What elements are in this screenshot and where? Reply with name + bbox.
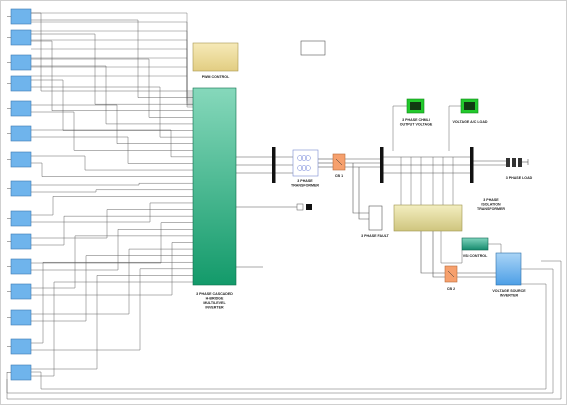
wire (31, 182, 193, 186)
signal-wires (6, 12, 562, 400)
wire (31, 283, 547, 390)
wire (6, 268, 554, 394)
dc-source-icon[interactable] (10, 364, 32, 381)
scope-output-label-line-2: OUTPUT VOLTAGE (400, 123, 433, 127)
cascaded-inverter-block[interactable]: 3 PHASE CASCADED H-BRIDGE MULTILEVEL INV… (192, 87, 237, 310)
wire (31, 202, 193, 223)
wire (440, 231, 463, 264)
fault-label: 3 PHASE FAULT (361, 234, 389, 238)
vsi-label-line-2: INVERTER (500, 294, 519, 298)
dc-source-icon[interactable] (10, 100, 32, 117)
wire (31, 75, 193, 108)
dc-source-icon[interactable] (10, 29, 32, 46)
dc-source-icon[interactable] (10, 125, 32, 142)
wire (31, 222, 193, 264)
wire (31, 189, 193, 193)
wire (31, 86, 193, 138)
wire (31, 155, 193, 171)
vsi-control-block[interactable] (461, 237, 489, 251)
breaker-icon[interactable] (332, 153, 346, 171)
dc-source-icon[interactable] (10, 210, 32, 227)
pwm-control-block[interactable]: PWM CONTROL (192, 42, 239, 79)
wire (31, 268, 193, 351)
dc-source-icon[interactable] (10, 233, 32, 250)
dc-source-icon[interactable] (10, 338, 32, 355)
breaker-icon[interactable] (444, 265, 458, 283)
wire (31, 21, 193, 96)
wire (31, 255, 193, 322)
load-label: 3 PHASE LOAD (506, 176, 533, 180)
wire (432, 231, 445, 278)
scope-icon[interactable] (460, 98, 479, 114)
dc-source-icon[interactable] (10, 75, 32, 92)
iso-transformer-label-line-1: 3 PHASE (483, 198, 499, 202)
scope-icon[interactable] (406, 98, 425, 114)
wire (31, 12, 193, 92)
dc-source-icon[interactable] (10, 180, 32, 197)
transformer-label-line-2: TRANSFORMER (291, 184, 319, 188)
wire (31, 111, 193, 151)
wire (31, 136, 193, 164)
cb1-label: CB 1 (335, 174, 343, 178)
wire (31, 57, 193, 104)
wire (31, 248, 193, 315)
wire (31, 281, 193, 377)
bus-bar-icon[interactable] (470, 147, 474, 183)
wire (352, 163, 369, 214)
measurement-block[interactable] (296, 203, 312, 211)
dc-source-icon[interactable] (10, 54, 32, 71)
scope-load-label: VOLTAGE A/C LOAD (452, 120, 487, 124)
wire (31, 48, 193, 102)
pwm-control-label: PWM CONTROL (202, 75, 230, 79)
wire (31, 162, 193, 177)
bus-bar-icon[interactable] (272, 147, 276, 183)
wire (31, 196, 193, 216)
fault-block[interactable] (368, 205, 383, 231)
wire (358, 167, 369, 220)
wire (31, 229, 193, 271)
inverter-label-line-3: MULTILEVEL (203, 301, 226, 305)
input-blocks (7, 8, 32, 381)
inverter-label-line-2: H-BRIDGE (206, 297, 224, 301)
dc-source-icon[interactable] (10, 8, 32, 25)
iso-transformer-label-line-2: ISOLATION (481, 203, 501, 207)
transformer-icon[interactable] (292, 149, 319, 177)
empty-display-block[interactable] (300, 40, 326, 56)
vsi-label-line-1: VOLTAGE SOURCE (492, 289, 526, 293)
isolation-transformer-block[interactable] (393, 204, 463, 232)
dc-source-icon[interactable] (10, 258, 32, 275)
wire (31, 66, 193, 106)
bus-bar-icon[interactable] (380, 147, 384, 183)
transformer-label-line-1: 3 PHASE (297, 179, 313, 183)
wire (31, 33, 193, 105)
inverter-label-line-4: INVERTER (205, 306, 224, 310)
wire (31, 104, 193, 144)
inverter-label-line-1: 3 PHASE CASCADED (196, 292, 233, 296)
vsi-block[interactable] (495, 252, 522, 286)
wire (488, 243, 502, 253)
wire (420, 231, 445, 274)
wire (31, 65, 193, 125)
wire (31, 79, 193, 131)
wire (31, 235, 193, 289)
wire (31, 129, 193, 158)
scope-output-label-line-1: 3 PHASE CHMLI (402, 118, 430, 122)
wire (31, 275, 193, 370)
dc-source-icon[interactable] (10, 283, 32, 300)
load-icon[interactable] (506, 158, 529, 167)
cb2-label: CB 2 (447, 287, 455, 291)
vsi-control-label: VSI CONTROL (463, 254, 488, 258)
wire (6, 260, 562, 400)
wire (31, 215, 193, 246)
wire (31, 58, 193, 118)
iso-transformer-label-line-3: TRANSFORMER (477, 207, 505, 211)
wire (31, 209, 193, 239)
wire (31, 12, 193, 94)
dc-source-icon[interactable] (10, 151, 32, 168)
dc-source-icon[interactable] (10, 309, 32, 326)
wire (31, 262, 193, 344)
